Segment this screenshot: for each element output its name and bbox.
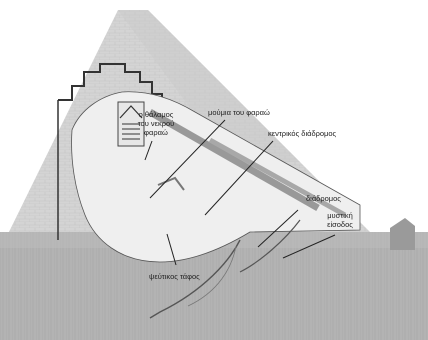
label-burial-chamber-line2: του νεκρού <box>134 119 178 128</box>
label-burial-chamber: ο θάλαμος του νεκρού φαραώ <box>134 110 178 137</box>
label-burial-chamber-line1: ο θάλαμος <box>134 110 178 119</box>
label-burial-chamber-line3: φαραώ <box>134 128 178 137</box>
label-corridor: διάδρομος <box>306 194 341 203</box>
label-central-corridor: κεντρικός διάδρομος <box>268 129 336 138</box>
label-false-tomb: ψεύτικος τάφος <box>149 272 200 281</box>
label-secret-entrance-line1: μυστική <box>322 211 358 220</box>
label-secret-entrance-line2: είσοδος <box>322 220 358 229</box>
label-secret-entrance: μυστική είσοδος <box>322 211 358 229</box>
label-mummy: μούμια του φαραώ <box>208 108 270 117</box>
